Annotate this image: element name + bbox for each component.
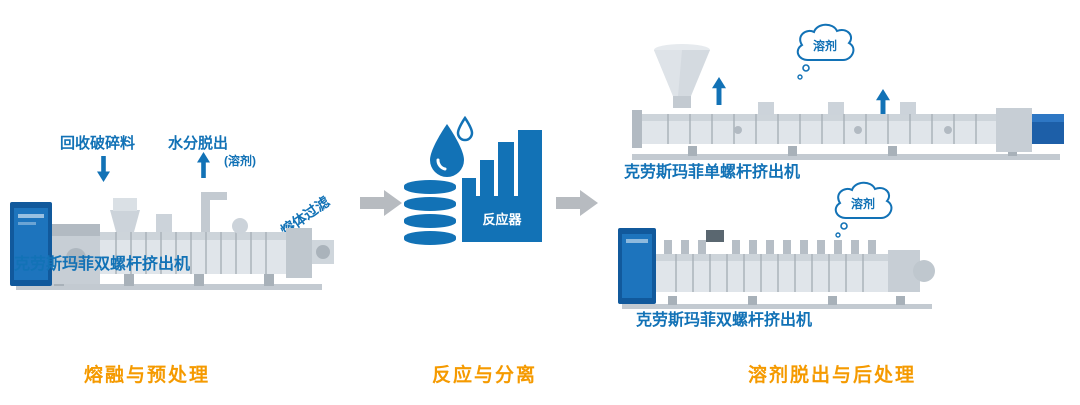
flow-arrow-icon-2 [556, 190, 598, 216]
machine-label-single-screw: 克劳斯玛菲单螺杆挤出机 [624, 164, 801, 181]
up-arrow-icon-vapor-1 [712, 77, 726, 105]
annotation-water-removal: 水分脱出 [168, 135, 229, 152]
annotation-solvent-small: (溶剂) [224, 154, 256, 168]
machine-label-twin-screw-right: 克劳斯玛菲双螺杆挤出机 [636, 312, 813, 329]
reactor-label: 反应器 [482, 212, 522, 227]
machine-label-twin-screw-left: 克劳斯玛菲双螺杆挤出机 [14, 256, 191, 273]
twin-screw-extruder-illustration-left [10, 192, 334, 290]
stage-label-melting-pretreatment: 熔融与预处理 [84, 365, 211, 386]
solvent-cloud-icon-bottom: 溶剂 [834, 181, 893, 238]
database-icon [404, 180, 456, 245]
solvent-cloud-icon-top: 溶剂 [796, 23, 855, 80]
stage-label-reaction-separation: 反应与分离 [432, 365, 538, 386]
down-arrow-icon [97, 156, 110, 182]
cloud-label-bottom: 溶剂 [851, 196, 875, 211]
flow-arrow-icon-1 [360, 190, 402, 216]
water-drop-icon [430, 116, 474, 177]
reactor-icon: 反应器 [462, 130, 542, 242]
up-arrow-icon [197, 152, 210, 178]
single-screw-extruder-illustration [632, 44, 1064, 160]
twin-screw-extruder-illustration-right [618, 228, 935, 309]
stage-label-solvent-removal: 溶剂脱出与后处理 [748, 365, 917, 386]
annotation-recycled-material: 回收破碎料 [60, 135, 136, 152]
cloud-label-top: 溶剂 [813, 38, 837, 53]
up-arrow-icon-vapor-2 [876, 89, 890, 117]
